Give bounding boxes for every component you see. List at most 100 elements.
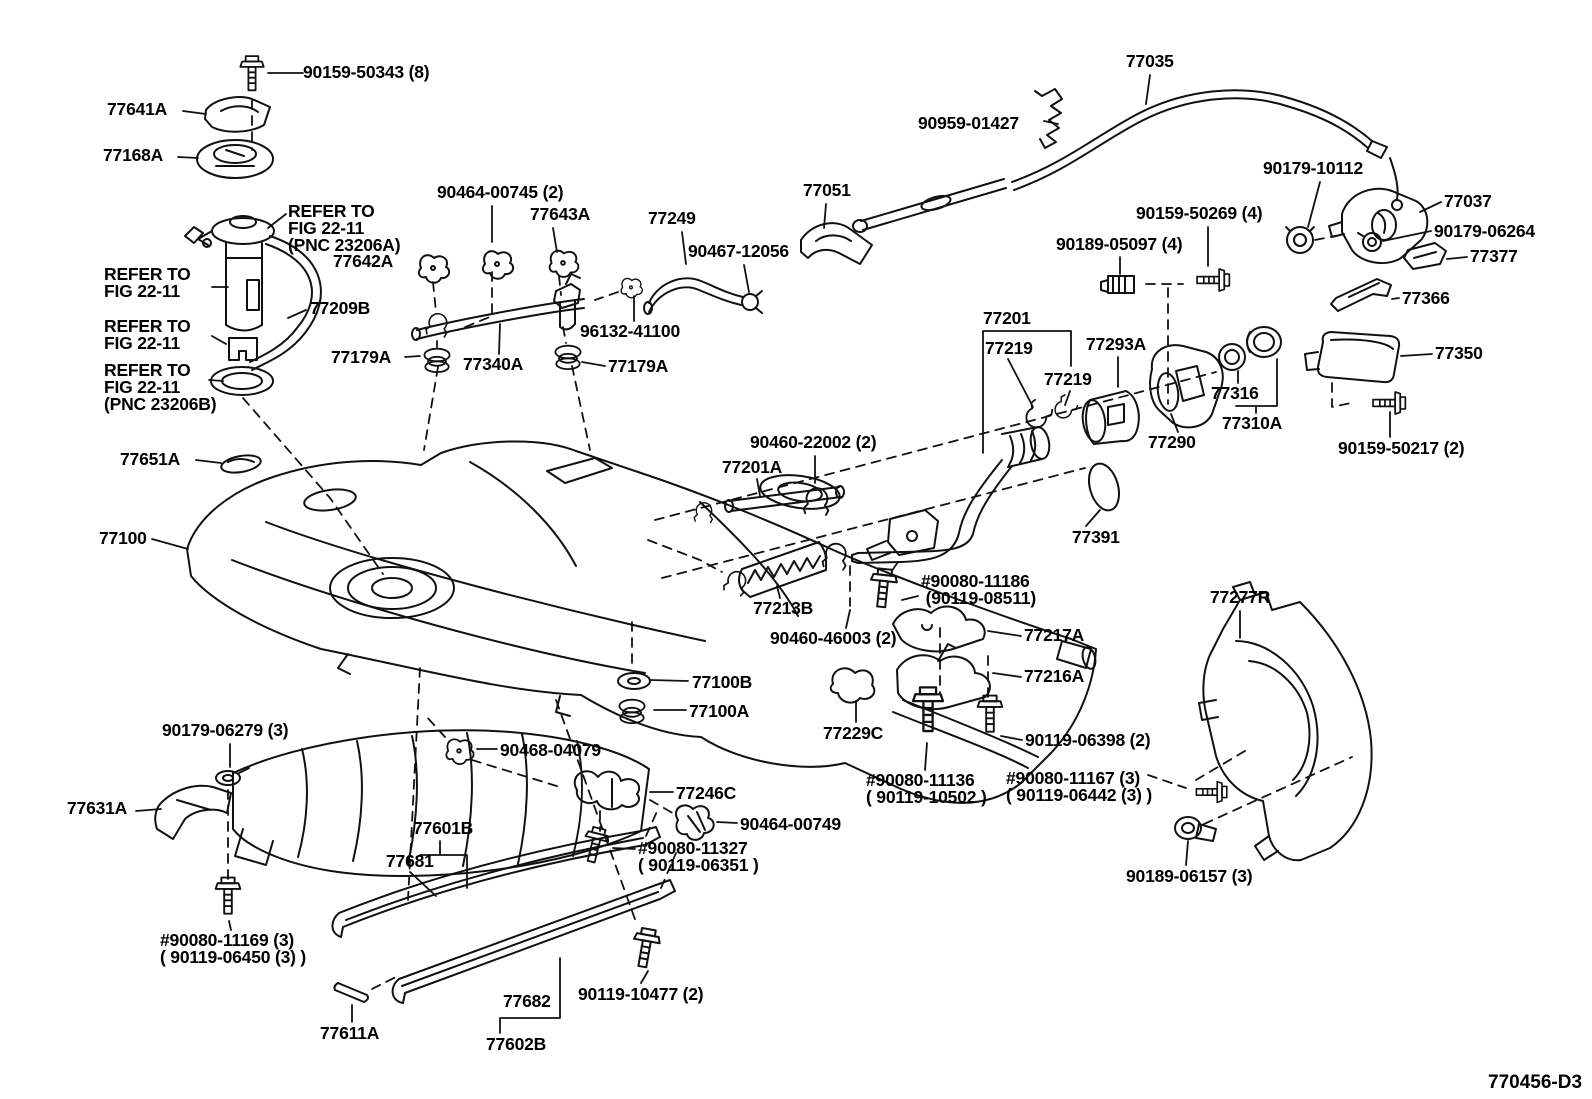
part-label-77377: 77377 [1470,246,1518,266]
part-label-77602B: 77602B [486,1034,547,1054]
part-label-90467-12056: 90467-12056 [688,241,789,261]
part-label-77051: 77051 [803,180,851,200]
part-label-90468-04079: 90468-04079 [500,740,601,760]
part-label-77366: 77366 [1402,288,1450,308]
hose-77201A-sketch [693,485,845,524]
tank-band-77682-sketch [391,879,676,1004]
part-label-77201A: 77201A [722,457,783,477]
part-label-90464-00745: 90464-00745 (2) [437,182,564,202]
part-label-77168A: 77168A [103,145,164,165]
part-label-77391: 77391 [1072,527,1120,547]
part-label-90159-50343: 90159-50343 (8) [303,62,430,82]
part-label-90080-11167: #90080-11167 (3) ( 90119-06442 (3) ) [1006,768,1153,805]
bolt-90119-10477-sketch [628,925,663,970]
part-label-77641A: 77641A [107,99,168,119]
hose-77249-sketch [643,277,763,315]
part-label-refer-fig-22-11-b: REFER TO FIG 22-11 [104,316,191,353]
part-label-90179-10112: 90179-10112 [1263,158,1363,178]
part-label-77611A: 77611A [320,1023,380,1043]
part-label-77682: 77682 [503,991,551,1011]
part-label-77037: 77037 [1444,191,1492,211]
washer-77100B-sketch [617,672,651,690]
heat-shield-77631A-sketch [154,729,650,915]
lid-lock-77037-group-sketch [1285,187,1447,312]
clip-77229C-sketch [829,667,876,704]
part-label-77100B: 77100B [692,672,753,692]
part-label-77219-1: 77219 [985,338,1033,358]
part-label-90119-06398: 90119-06398 (2) [1025,730,1151,750]
assembly-dashed-lines [227,99,1353,990]
part-label-77249: 77249 [648,208,696,228]
part-label-96132-41100: 96132-41100 [580,321,680,341]
part-label-refer-fig-22-11-pnc-23206b: REFER TO FIG 22-11 (PNC 23206B) [104,360,217,414]
part-label-77217A: 77217A [1024,625,1085,645]
release-cable-77035-sketch [852,89,1403,233]
part-label-90464-00749: 90464-00749 [740,814,841,834]
part-label-refer-fig-22-11-pnc-23206a: REFER TO FIG 22-11 (PNC 23206A) [288,201,401,255]
bolt-90119-06398-sketch [976,694,1004,733]
part-label-77209B: 77209B [310,298,371,318]
part-label-77310A: 77310A [1222,413,1283,433]
fasteners-50269-05097-sketch [1100,268,1231,294]
bracket-77641A-sketch [204,96,271,133]
cap-plate-77168A-sketch [196,139,274,179]
protector-77277R-sketch [1174,581,1373,862]
fuel-line-77340A-sketch [411,249,644,374]
part-label-90179-06279: 90179-06279 (3) [162,720,289,740]
part-label-77277R: 77277R [1210,587,1271,607]
part-label-77681: 77681 [386,851,434,871]
tank-band-77681-sketch [331,826,661,938]
part-label-77643A: 77643A [530,204,591,224]
part-label-77642A: 77642A [333,251,394,271]
part-label-90189-05097: 90189-05097 (4) [1056,234,1183,254]
part-label-77179A-left: 77179A [331,347,392,367]
part-label-90080-11136: #90080-11136 ( 90119-10502 ) [866,770,987,807]
protector-77051-sketch [800,222,873,265]
spacer-77611A-sketch [333,982,369,1003]
part-label-90159-50269: 90159-50269 (4) [1136,203,1263,223]
part-label-77340A: 77340A [463,354,524,374]
clip-90464-00749-sketch [675,804,715,841]
part-label-77290: 77290 [1148,432,1196,452]
bellows-hose-77213B-sketch [721,540,851,598]
part-label-90460-46003: 90460-46003 (2) [770,628,897,648]
part-label-90119-10477: 90119-10477 (2) [578,984,704,1004]
part-label-77213B: 77213B [753,598,814,618]
part-label-77219-2: 77219 [1044,369,1092,389]
part-label-77100A: 77100A [689,701,750,721]
part-label-77216A: 77216A [1024,666,1085,686]
part-label-90959-01427: 90959-01427 [918,113,1019,133]
part-label-77293A: 77293A [1086,334,1147,354]
shim-77651A-sketch [220,454,262,474]
part-label-90080-11169: #90080-11169 (3) ( 90119-06450 (3) ) [160,930,307,967]
clip-77642A-sketch [417,254,451,284]
part-label-77246C: 77246C [676,783,737,803]
part-label-90159-50217: 90159-50217 (2) [1338,438,1465,458]
filler-pipe-sketch [851,326,1282,610]
part-label-90080-11186: #90080-11186 (90119-08511) [921,571,1036,608]
part-label-refer-fig-22-11-a: REFER TO FIG 22-11 [104,264,191,301]
part-label-77179A-right: 77179A [608,356,669,376]
fuel-tank-77100-sketch [186,440,1097,804]
top-left-bolt-sketch [239,55,265,92]
figure-code: 770456-D3 [1488,1072,1583,1093]
fuel-pump-module-sketch [184,215,322,396]
part-label-77201: 77201 [983,308,1031,328]
grommet-77100A-sketch [618,698,646,724]
leader-lines [135,72,1468,1034]
clamp-90959-01427-sketch [1034,88,1063,149]
part-label-77651A: 77651A [120,449,181,469]
part-label-90179-06264: 90179-06264 [1434,221,1535,241]
fuel-lid-77350-sketch [1304,331,1407,415]
clamp-77246C-sketch [573,770,640,811]
part-label-77350: 77350 [1435,343,1483,363]
part-label-90189-06157: 90189-06157 (3) [1126,866,1253,886]
part-label-77229C: 77229C [823,723,884,743]
part-label-77631A: 77631A [67,798,128,818]
part-label-77601B: 77601B [413,818,474,838]
bracket-77217A-sketch [892,605,986,653]
part-label-77100: 77100 [99,528,147,548]
part-label-90080-11327: #90080-11327 ( 90119-06351 ) [638,838,759,875]
